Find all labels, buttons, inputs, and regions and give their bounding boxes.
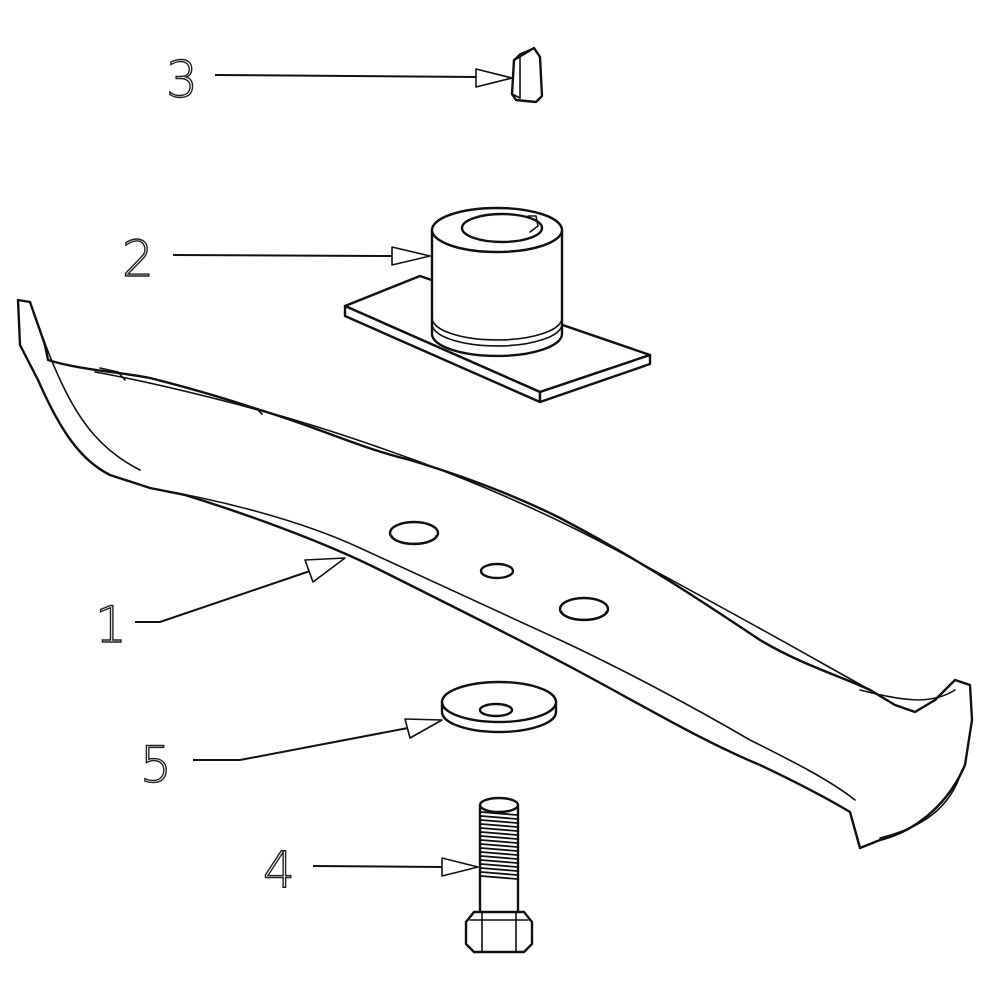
part-washer bbox=[440, 680, 558, 734]
thread-line bbox=[480, 863, 518, 868]
leader-blade bbox=[135, 557, 346, 623]
thread-line bbox=[480, 847, 518, 852]
thread-line bbox=[480, 855, 518, 860]
part-bolt bbox=[464, 796, 534, 954]
thread-line bbox=[480, 811, 518, 816]
thread-line bbox=[480, 851, 518, 856]
part-blade-adapter bbox=[343, 206, 652, 404]
bolt-threads bbox=[480, 811, 518, 880]
thread-line bbox=[480, 819, 518, 824]
callout-label: 1 bbox=[95, 596, 127, 654]
callout-label: 3 bbox=[166, 51, 198, 109]
thread-line bbox=[480, 839, 518, 844]
thread-line bbox=[480, 815, 518, 820]
leader-key bbox=[214, 68, 513, 88]
leader-blade-adapter bbox=[172, 246, 431, 266]
thread-line bbox=[480, 871, 518, 876]
part-key bbox=[510, 46, 544, 104]
thread-line bbox=[480, 875, 518, 880]
thread-line bbox=[480, 835, 518, 840]
callout-label: 2 bbox=[122, 230, 154, 288]
thread-line bbox=[480, 859, 518, 864]
thread-line bbox=[480, 867, 518, 872]
callout-label: 4 bbox=[263, 841, 295, 899]
thread-line bbox=[480, 823, 518, 828]
leader-washer bbox=[193, 718, 443, 761]
thread-line bbox=[480, 843, 518, 848]
thread-line bbox=[480, 831, 518, 836]
leader-bolt bbox=[312, 857, 479, 877]
callout-label: 5 bbox=[140, 736, 172, 794]
part-blade bbox=[16, 298, 974, 850]
thread-line bbox=[480, 827, 518, 832]
